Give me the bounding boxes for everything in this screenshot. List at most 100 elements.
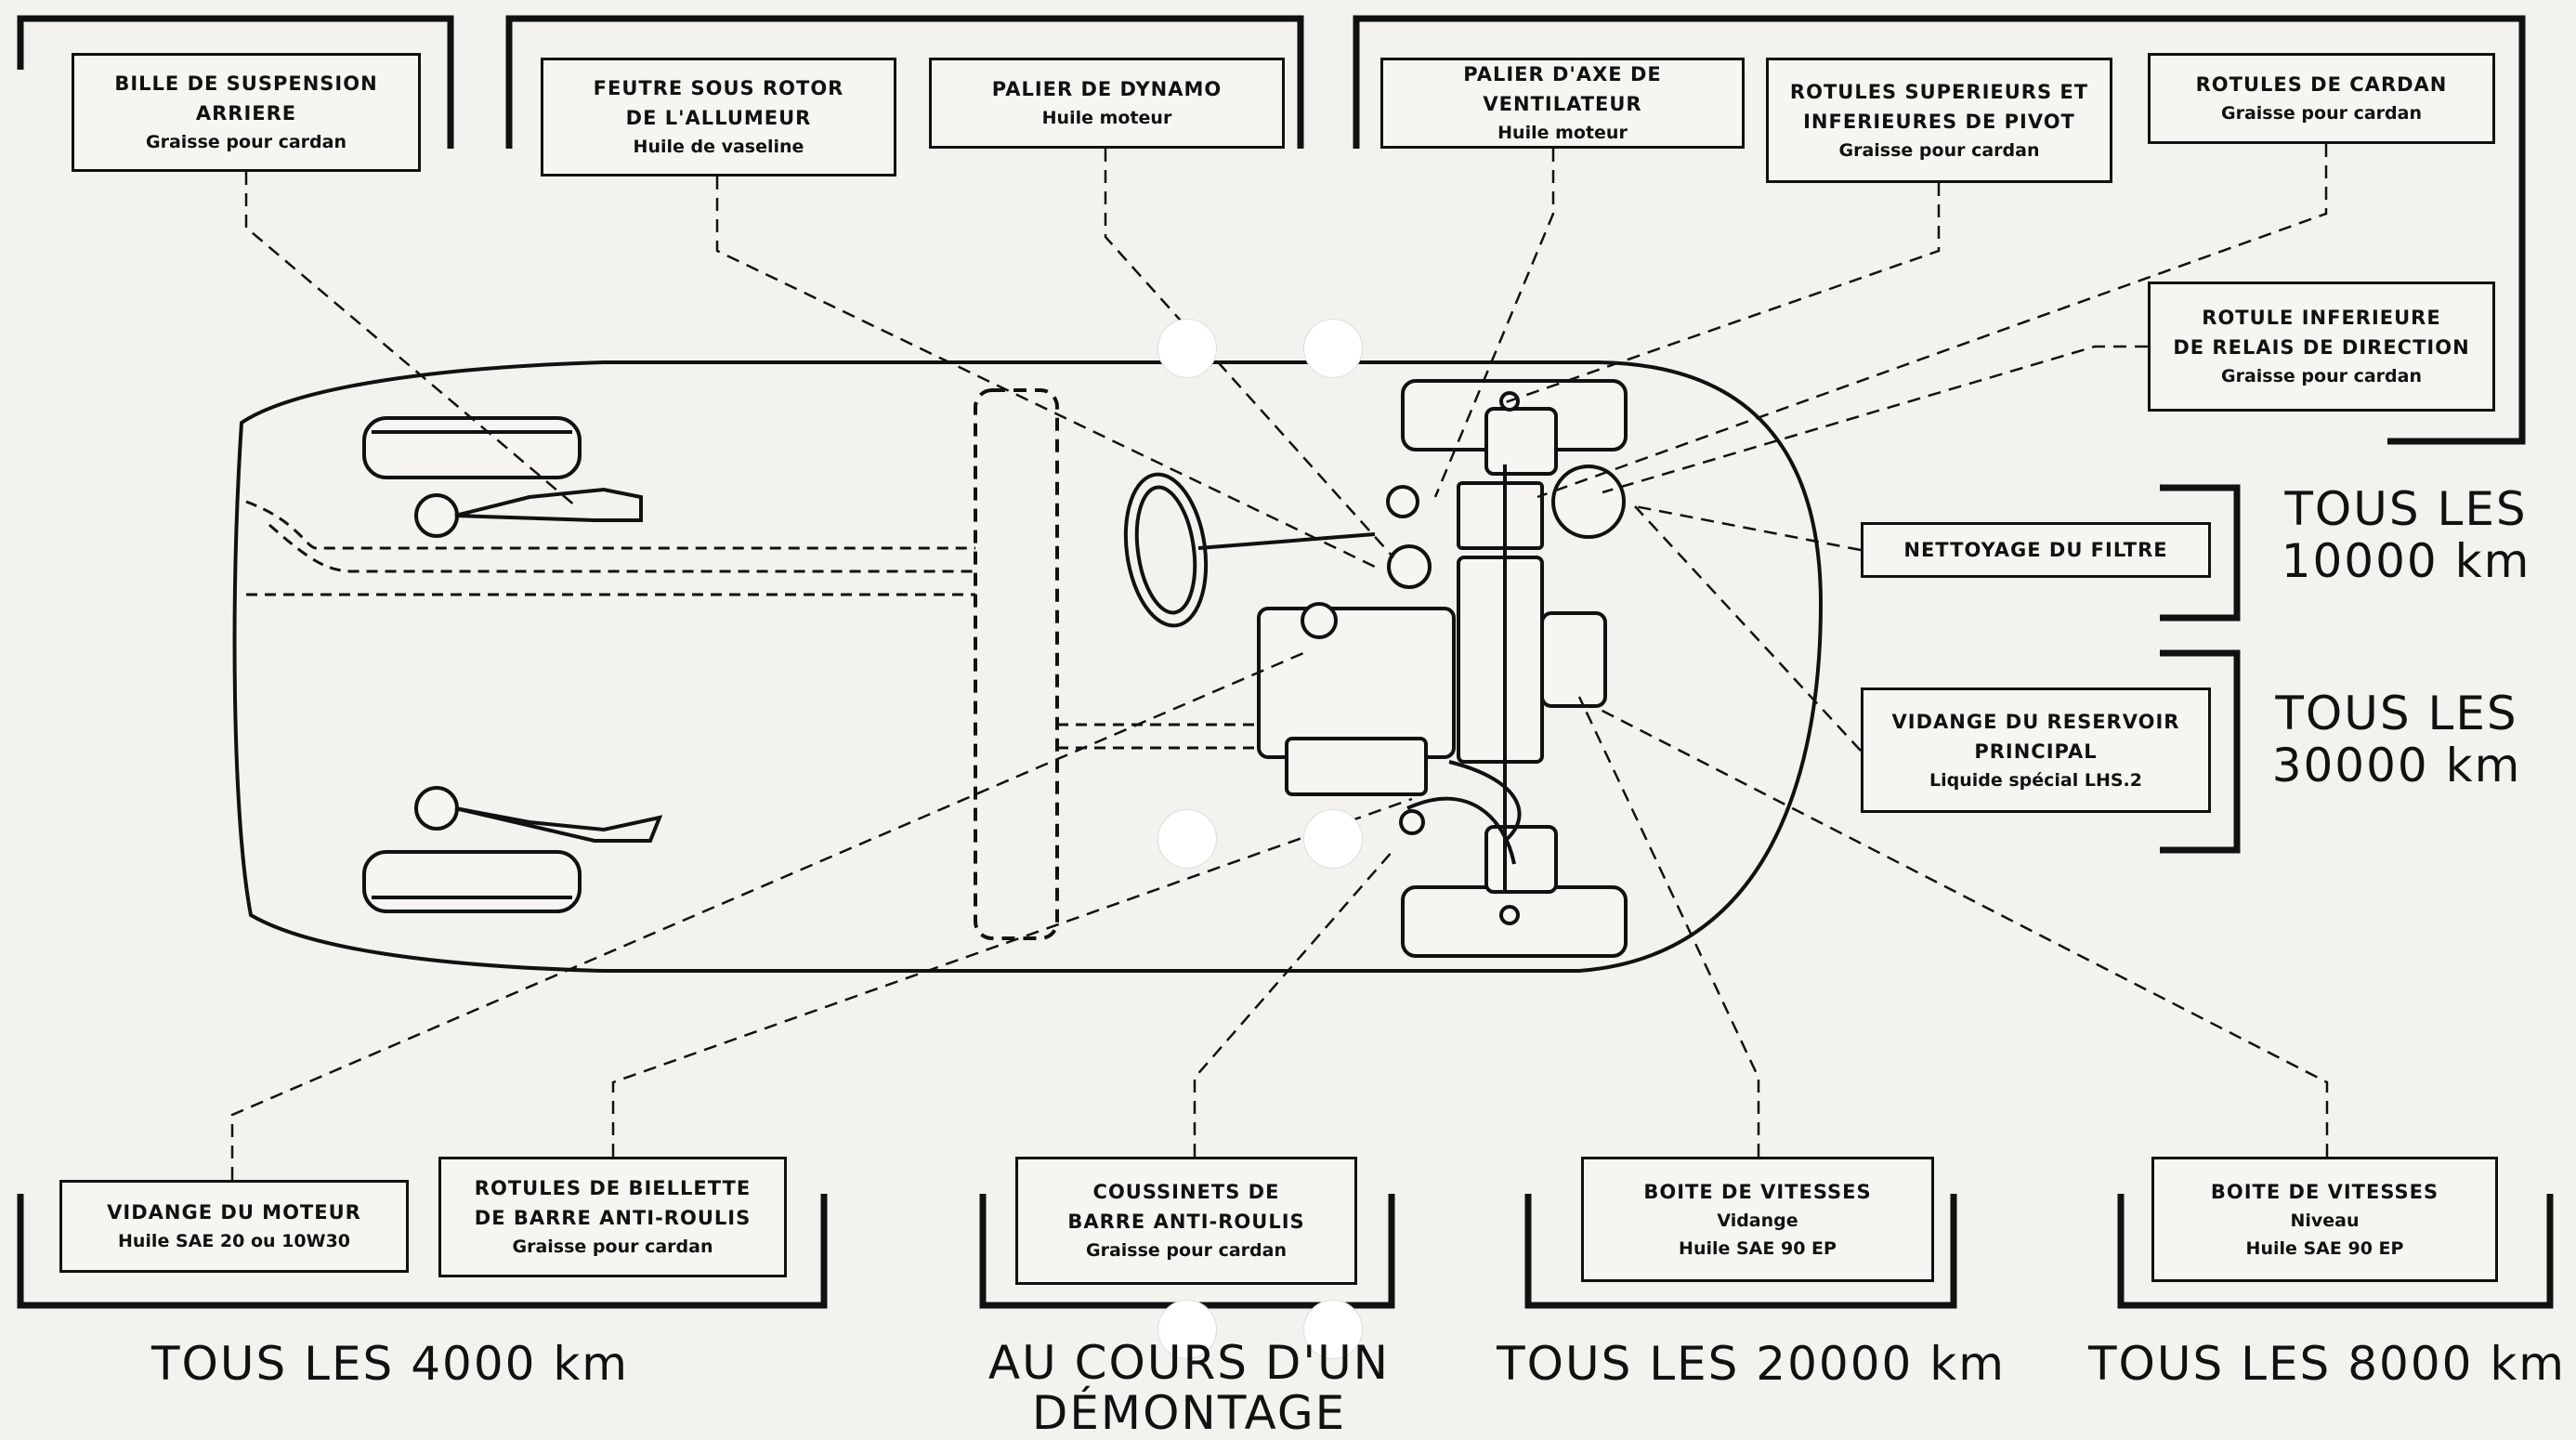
box-title: PALIER DE DYNAMO bbox=[991, 78, 1223, 100]
box-title: ROTULES DE BIELLETTE bbox=[474, 1177, 752, 1199]
leader-cardan bbox=[1536, 144, 2328, 499]
box-rotules-biellette: ROTULES DE BIELLETTE DE BARRE ANTI-ROULI… bbox=[438, 1157, 787, 1277]
bracket-20000 bbox=[1524, 1194, 1957, 1309]
box-title: BILLE DE SUSPENSION bbox=[114, 72, 378, 95]
box-subtitle: Graisse pour cardan bbox=[512, 1237, 713, 1257]
box-title: DE L'ALLUMEUR bbox=[625, 107, 812, 129]
interval-montage: AU COURS D'UN DÉMONTAGE bbox=[929, 1338, 1449, 1438]
box-feutre-rotor: FEUTRE SOUS ROTOR DE L'ALLUMEUR Huile de… bbox=[541, 58, 896, 177]
box-rotule-relais: ROTULE INFERIEURE DE RELAIS DE DIRECTION… bbox=[2148, 281, 2495, 412]
box-title: PRINCIPAL bbox=[1974, 740, 2098, 763]
box-title: ROTULES DE CARDAN bbox=[2195, 73, 2448, 96]
box-rotules-cardan: ROTULES DE CARDAN Graisse pour cardan bbox=[2148, 53, 2495, 144]
leader-reservoir bbox=[1634, 505, 1862, 752]
box-bille-suspension: BILLE DE SUSPENSION ARRIERE Graisse pour… bbox=[72, 53, 421, 172]
interval-label-line: TOUS LES 20000 km bbox=[1497, 1337, 2006, 1391]
box-title: VIDANGE DU RESERVOIR bbox=[1891, 710, 2180, 733]
leader-moteur bbox=[230, 648, 1311, 1180]
box-subtitle: Huile SAE 90 EP bbox=[1679, 1237, 1837, 1259]
bracket-8000 bbox=[2117, 1194, 2554, 1309]
box-title: PALIER D'AXE DE VENTILATEUR bbox=[1463, 63, 1662, 115]
box-vidange-moteur: VIDANGE DU MOTEUR Huile SAE 20 ou 10W30 bbox=[59, 1180, 409, 1273]
box-boite-niveau: BOITE DE VITESSES Niveau Huile SAE 90 EP bbox=[2151, 1157, 2498, 1282]
box-subtitle: Huile SAE 20 ou 10W30 bbox=[117, 1231, 351, 1251]
box-subtitle: Liquide spécial LHS.2 bbox=[1929, 769, 2142, 791]
box-nettoyage-filtre: NETTOYAGE DU FILTRE bbox=[1861, 522, 2211, 578]
bracket-top-right bbox=[1353, 15, 2526, 445]
box-title: VIDANGE DU MOTEUR bbox=[107, 1201, 361, 1224]
hydraulic-lines bbox=[245, 500, 1254, 750]
box-subtitle: Huile SAE 90 EP bbox=[2245, 1237, 2404, 1259]
interval-label-line: 30000 km bbox=[2271, 739, 2522, 792]
interval-label-line: AU COURS D'UN bbox=[987, 1336, 1391, 1390]
box-boite-vidange: BOITE DE VITESSES Vidange Huile SAE 90 E… bbox=[1581, 1157, 1934, 1282]
box-subtitle: Huile moteur bbox=[1041, 108, 1172, 128]
binder-hole bbox=[1303, 319, 1363, 378]
interval-brackets bbox=[17, 15, 2554, 1309]
box-title: BOITE DE VITESSES bbox=[1643, 1180, 1872, 1203]
box-title: ARRIERE bbox=[195, 102, 297, 124]
box-subtitle: Graisse pour cardan bbox=[2221, 103, 2422, 124]
interval-30000: TOUS LES 30000 km bbox=[2239, 687, 2555, 792]
interval-10000: TOUS LES 10000 km bbox=[2248, 483, 2564, 587]
box-subtitle: Huile de vaseline bbox=[633, 137, 804, 157]
bracket-top-middle bbox=[505, 15, 1304, 149]
interval-label-line: TOUS LES 4000 km bbox=[150, 1337, 629, 1391]
box-title: INFERIEURES DE PIVOT bbox=[1803, 110, 2075, 133]
binder-hole bbox=[1157, 1300, 1217, 1359]
box-title: NETTOYAGE DU FILTRE bbox=[1903, 539, 2168, 561]
box-subtitle: Niveau bbox=[2290, 1210, 2360, 1231]
box-title: COUSSINETS DE bbox=[1092, 1181, 1280, 1203]
box-coussinets: COUSSINETS DE BARRE ANTI-ROULIS Graisse … bbox=[1015, 1157, 1357, 1285]
binder-hole bbox=[1157, 809, 1217, 869]
engine-front-axle bbox=[1257, 379, 1628, 958]
leader-boite-vidange bbox=[1577, 696, 1760, 1157]
box-subtitle: Graisse pour cardan bbox=[146, 132, 347, 152]
leader-relais bbox=[1602, 345, 2148, 494]
binder-hole bbox=[1303, 809, 1363, 869]
box-subtitle: Graisse pour cardan bbox=[1086, 1240, 1287, 1261]
bracket-30000 bbox=[2160, 649, 2241, 854]
interval-label-line: 10000 km bbox=[2281, 534, 2531, 588]
box-subtitle: Huile moteur bbox=[1497, 123, 1628, 143]
leader-filtre bbox=[1634, 504, 1862, 552]
bracket-10000 bbox=[2160, 484, 2241, 622]
box-subtitle: Graisse pour cardan bbox=[1838, 139, 2040, 161]
interval-8000: TOUS LES 8000 km bbox=[2081, 1338, 2573, 1390]
leader-dynamo bbox=[1104, 149, 1394, 558]
box-title: BOITE DE VITESSES bbox=[2210, 1180, 2439, 1203]
binder-hole bbox=[1303, 1300, 1363, 1359]
box-title: BARRE ANTI-ROULIS bbox=[1067, 1211, 1305, 1233]
box-title: DE BARRE ANTI-ROULIS bbox=[474, 1207, 752, 1229]
box-palier-ventilateur: PALIER D'AXE DE VENTILATEUR Huile moteur bbox=[1380, 58, 1745, 149]
leader-boite-niveau bbox=[1592, 704, 2329, 1157]
box-subtitle: Vidange bbox=[1717, 1210, 1798, 1231]
interval-4000: TOUS LES 4000 km bbox=[102, 1338, 678, 1390]
rear-axle bbox=[362, 416, 663, 913]
leader-feutre bbox=[715, 177, 1376, 569]
box-vidange-reservoir: VIDANGE DU RESERVOIR PRINCIPAL Liquide s… bbox=[1861, 687, 2211, 813]
box-title: ROTULE INFERIEURE bbox=[2202, 307, 2441, 329]
leader-coussinets bbox=[1193, 849, 1394, 1157]
box-palier-dynamo: PALIER DE DYNAMO Huile moteur bbox=[929, 58, 1285, 149]
interval-20000: TOUS LES 20000 km bbox=[1477, 1338, 2025, 1390]
binder-hole bbox=[1157, 319, 1217, 378]
steering-wheel bbox=[1123, 472, 1376, 628]
leader-biellette bbox=[611, 797, 1413, 1157]
interval-label-line: TOUS LES bbox=[2275, 687, 2518, 740]
car-outline bbox=[232, 360, 1824, 973]
leader-bille bbox=[244, 172, 577, 507]
leader-pivot bbox=[1499, 183, 1941, 406]
bracket-4000 bbox=[17, 1194, 828, 1309]
leader-ventilateur bbox=[1433, 149, 1555, 498]
box-title: DE RELAIS DE DIRECTION bbox=[2173, 336, 2470, 359]
interval-label-line: DÉMONTAGE bbox=[1031, 1386, 1347, 1440]
interval-label-line: TOUS LES 8000 km bbox=[2087, 1337, 2566, 1391]
bracket-top-left bbox=[17, 15, 454, 149]
box-subtitle: Graisse pour cardan bbox=[2221, 366, 2422, 386]
interval-label-line: TOUS LES bbox=[2284, 482, 2528, 536]
box-title: ROTULES SUPERIEURS ET bbox=[1789, 80, 2089, 103]
box-title: FEUTRE SOUS ROTOR bbox=[593, 77, 844, 99]
leader-lines bbox=[230, 144, 2329, 1180]
